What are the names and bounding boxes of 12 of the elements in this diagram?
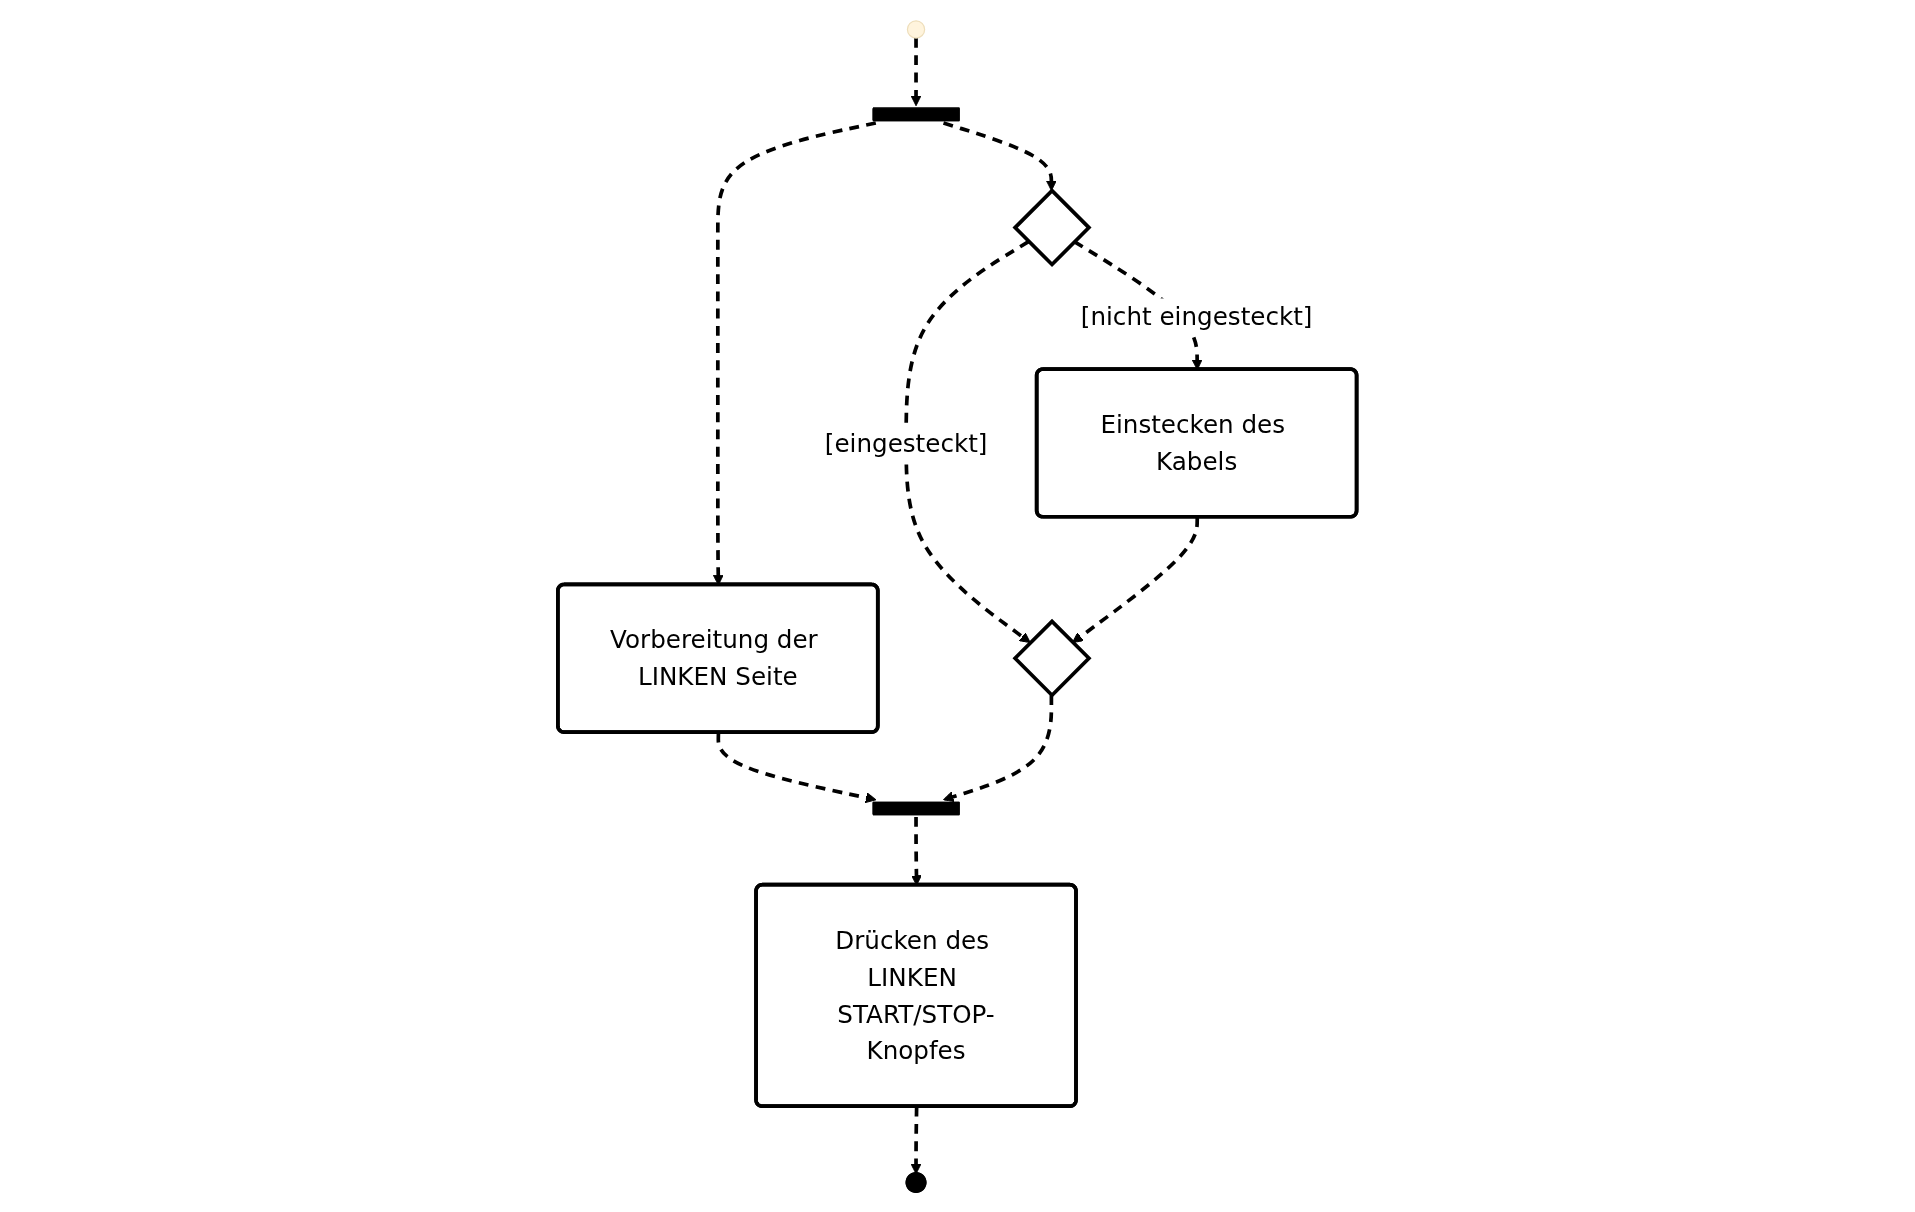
- arrow: [716, 732, 877, 804]
- arrow: [904, 240, 1031, 644]
- arrow: [943, 695, 1054, 803]
- arrow: [1072, 517, 1200, 644]
- arrow: [943, 121, 1058, 192]
- edge-label: [nicht eingesteckt]: [1081, 302, 1313, 332]
- node-diamond: [1012, 188, 1092, 268]
- arrow: [910, 1106, 922, 1175]
- arrow: [910, 38, 922, 107]
- node-diamond: [1012, 618, 1092, 698]
- node-circle: [907, 20, 926, 39]
- edge-label: [eingesteckt]: [825, 428, 988, 458]
